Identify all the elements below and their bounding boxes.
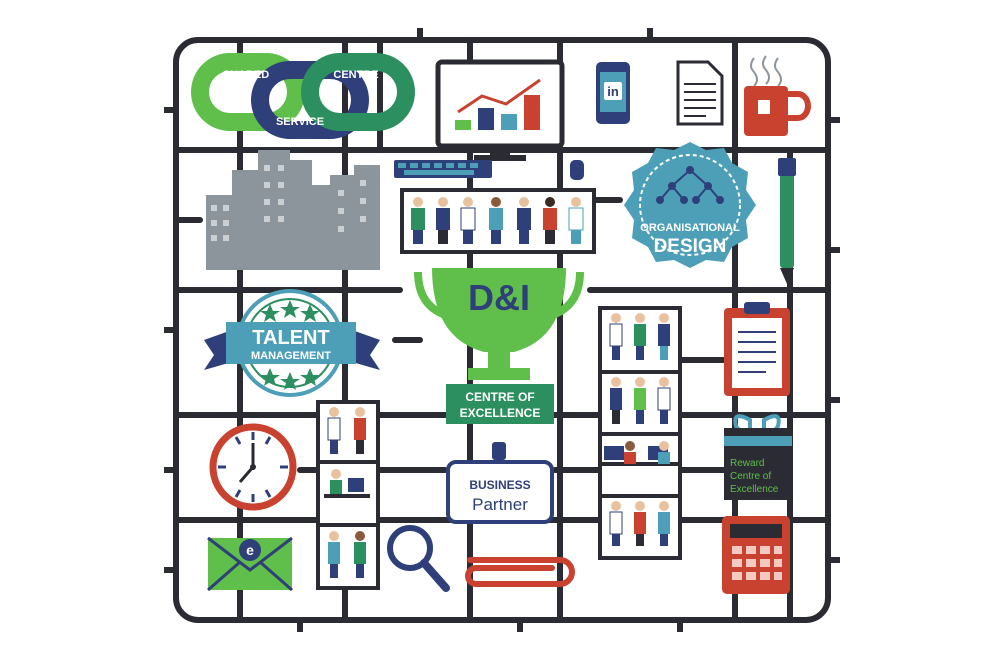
people-row-figures — [411, 197, 584, 244]
centre-of-excellence-ribbon: CENTRE OF EXCELLENCE — [446, 384, 554, 424]
reward-gift-box: Reward Centre of Excellence — [724, 414, 792, 500]
pen-icon — [778, 158, 796, 284]
reward-line1: Reward — [730, 458, 764, 469]
business-line1: BUSINESS — [469, 478, 530, 492]
document-icon — [676, 60, 724, 126]
chain-label-left: SHARED — [223, 69, 270, 81]
clipboard-icon — [724, 302, 790, 396]
building-windows — [211, 165, 366, 241]
calculator-icon — [722, 516, 790, 594]
sprue-ticks — [164, 28, 840, 632]
people-column-right — [598, 306, 682, 560]
badge-line2: DESIGN — [654, 236, 727, 257]
magnifying-glass-icon — [387, 525, 450, 592]
email-e-icon: e — [246, 542, 254, 558]
trophy-title: D&I — [468, 277, 530, 318]
keyboard-icon — [394, 160, 492, 178]
people-column-left — [316, 400, 380, 590]
monitor-chart-icon — [435, 59, 565, 161]
paperclip-icon — [465, 557, 575, 587]
talent-line1: TALENT — [252, 327, 329, 349]
business-partner-card: BUSINESS Partner — [446, 442, 554, 524]
linkedin-icon: in — [607, 84, 619, 99]
business-line2: Partner — [472, 495, 528, 514]
chain-label-bottom: SERVICE — [276, 116, 324, 128]
organisational-design-badge: ORGANISATIONAL DESIGN — [624, 142, 756, 268]
reward-line3: Excellence — [730, 484, 779, 495]
talent-line2: MANAGEMENT — [251, 350, 331, 362]
trophy-di: D&I — [414, 268, 584, 380]
mouse-icon — [570, 160, 584, 180]
smartphone-linkedin-icon: in — [596, 62, 630, 124]
reward-line2: Centre of — [730, 471, 771, 482]
talent-management-badge: TALENT MANAGEMENT — [204, 289, 380, 397]
email-envelope-icon: e — [207, 536, 293, 592]
ribbon-line2: EXCELLENCE — [460, 406, 541, 420]
chain-link-group: SHARED CENTRE SERVICE — [191, 53, 415, 139]
coffee-mug-icon — [744, 55, 811, 136]
ribbon-line1: CENTRE OF — [465, 390, 534, 404]
badge-line1: ORGANISATIONAL — [640, 222, 740, 234]
chain-label-right: CENTRE — [333, 69, 378, 81]
city-buildings-icon — [206, 150, 380, 270]
wall-clock-icon — [209, 423, 297, 511]
